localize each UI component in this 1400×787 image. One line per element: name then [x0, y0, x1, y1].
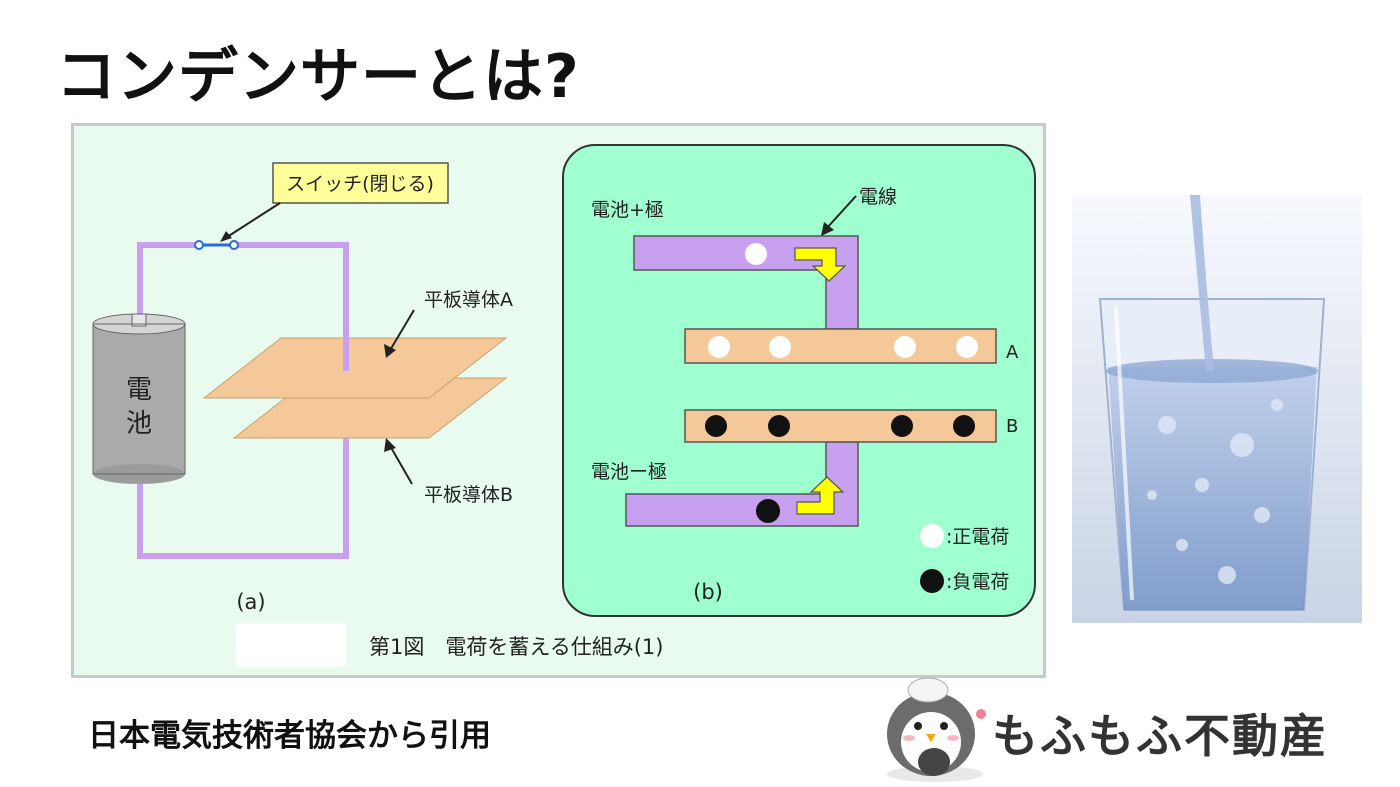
switch-icon	[194, 240, 239, 250]
plate-b-label: 平板導体B	[424, 484, 513, 506]
capacitor-figure: スイッチ(閉じる) 電 池 平板導体A 平板導体B	[71, 123, 1046, 678]
negative-charge	[705, 415, 727, 437]
penguin-mascot-icon	[887, 677, 986, 782]
plate-a	[202, 337, 508, 399]
legend-negative-marker	[920, 569, 944, 593]
panel-a: スイッチ(閉じる) 電 池 平板導体A 平板導体B	[92, 162, 513, 614]
wire-pointer-arrowhead	[821, 222, 834, 236]
negative-charge	[768, 415, 790, 437]
panel-b: 電池+極 電池ー極 電線 A B :正電荷 :負電荷 (b)	[562, 144, 1036, 617]
negative-charge	[953, 415, 975, 437]
plate-b-pointer-arrowhead	[384, 438, 396, 452]
positive-charge	[956, 336, 978, 358]
positive-charge	[769, 336, 791, 358]
negative-terminal-label: 電池ー極	[591, 461, 667, 483]
plate-a-label: 平板導体A	[424, 289, 513, 311]
brand-name: もふもふ不動産	[992, 709, 1328, 763]
battery-icon	[92, 313, 186, 484]
battery-label-top: 電	[126, 375, 152, 405]
capacitor-diagram: スイッチ(閉じる) 電 池 平板導体A 平板導体B	[92, 144, 1036, 617]
legend-positive-label: :正電荷	[946, 526, 1009, 548]
wire-pointer-line	[825, 195, 857, 230]
positive-charge	[745, 243, 767, 265]
glass-of-water-photo	[1072, 195, 1362, 623]
switch-pointer-arrowhead	[220, 231, 232, 242]
plate-a-pointer-line	[388, 309, 415, 353]
plate-a-bar	[684, 328, 997, 364]
page-title: コンデンサーとは?	[56, 42, 580, 112]
positive-terminal-label: 電池+極	[591, 199, 664, 221]
plate-b-bar	[684, 409, 997, 443]
current-arrow-top-icon	[794, 247, 847, 282]
negative-charge	[891, 415, 913, 437]
positive-charge	[894, 336, 916, 358]
battery-label-bottom: 池	[126, 409, 152, 439]
citation-text: 日本電気技術者協会から引用	[88, 718, 491, 754]
plate-b-letter: B	[1006, 416, 1018, 437]
wire-label: 電線	[859, 186, 897, 208]
plate-a-pointer-arrowhead	[384, 344, 396, 358]
plate-a-letter: A	[1006, 342, 1019, 363]
negative-charge	[756, 499, 780, 523]
switch-label: スイッチ(閉じる)	[286, 173, 434, 195]
switch-pointer-line	[223, 202, 281, 240]
panel-b-label: (b)	[693, 580, 723, 604]
panel-a-label: (a)	[236, 590, 265, 614]
switch-label-box	[272, 162, 449, 204]
figure-caption: 第1図 電荷を蓄える仕組み(1)	[369, 635, 664, 659]
caption-blank-area	[236, 623, 346, 667]
plate-b-pointer-line	[388, 443, 413, 485]
positive-charge	[708, 336, 730, 358]
legend-negative-label: :負電荷	[946, 571, 1009, 593]
legend-positive-marker	[920, 524, 944, 548]
current-arrow-bottom-icon	[796, 476, 845, 515]
